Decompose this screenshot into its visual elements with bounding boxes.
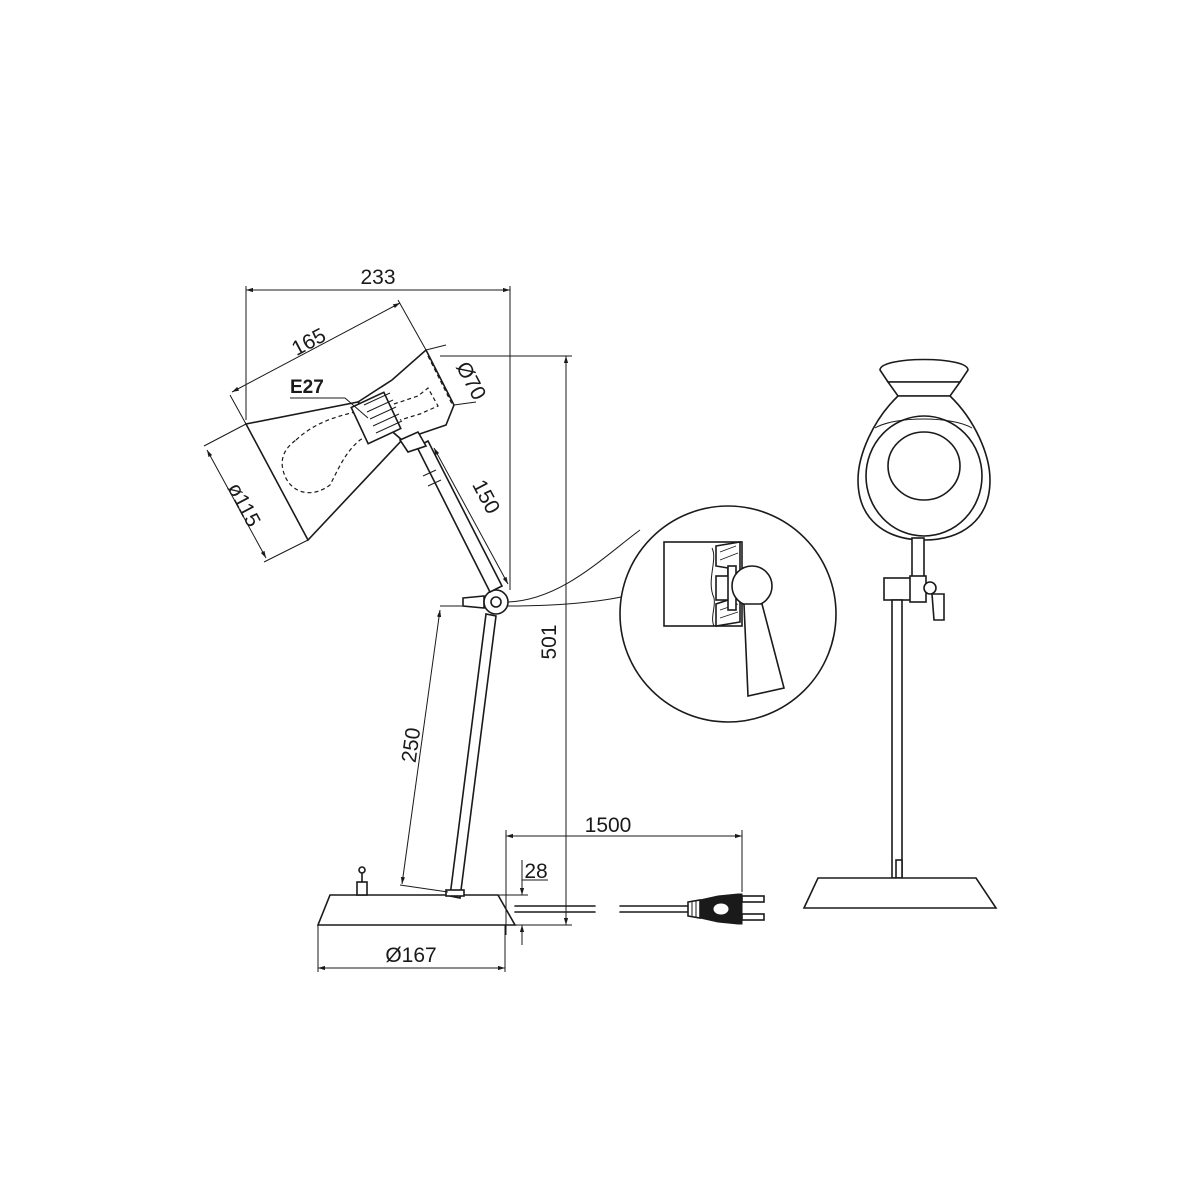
lamp-shade (244, 348, 455, 542)
dim-head-span-label: 233 (360, 266, 395, 289)
arm-joint (462, 589, 509, 615)
front-view (802, 358, 998, 909)
plug-icon (687, 893, 765, 925)
switch-icon (356, 866, 368, 896)
dim-base-diameter-label: Ø167 (385, 944, 436, 967)
dim-shade-top-label: Ø70 (451, 358, 490, 404)
dim-base-height-label: 28 (524, 860, 547, 883)
dim-base-diameter: Ø167 (317, 925, 506, 972)
dim-base-height: 28 (498, 860, 548, 945)
dim-cable-length-label: 1500 (585, 814, 632, 837)
dim-shade-bottom-label: ø115 (223, 479, 265, 531)
dim-total-height-label: 501 (538, 624, 561, 659)
dim-cable-length: 1500 (505, 814, 743, 935)
dim-upper-arm: 150 (433, 447, 509, 585)
side-view: 233 165 E27 Ø70 ø115 (203, 266, 596, 972)
dim-shade-length-label: 165 (288, 324, 330, 361)
lower-arm (445, 613, 497, 899)
dim-lower-arm: 250 (398, 605, 462, 893)
dim-total-height: 501 (440, 355, 572, 926)
dim-upper-arm-label: 150 (467, 476, 504, 518)
joint-detail (507, 505, 837, 723)
socket-type-label: E27 (290, 377, 324, 398)
cable-and-plug: 1500 (505, 814, 765, 935)
socket-callout: E27 (290, 377, 369, 419)
upper-arm (415, 439, 504, 594)
socket-icon (350, 387, 439, 445)
dim-lower-arm-label: 250 (398, 726, 426, 764)
